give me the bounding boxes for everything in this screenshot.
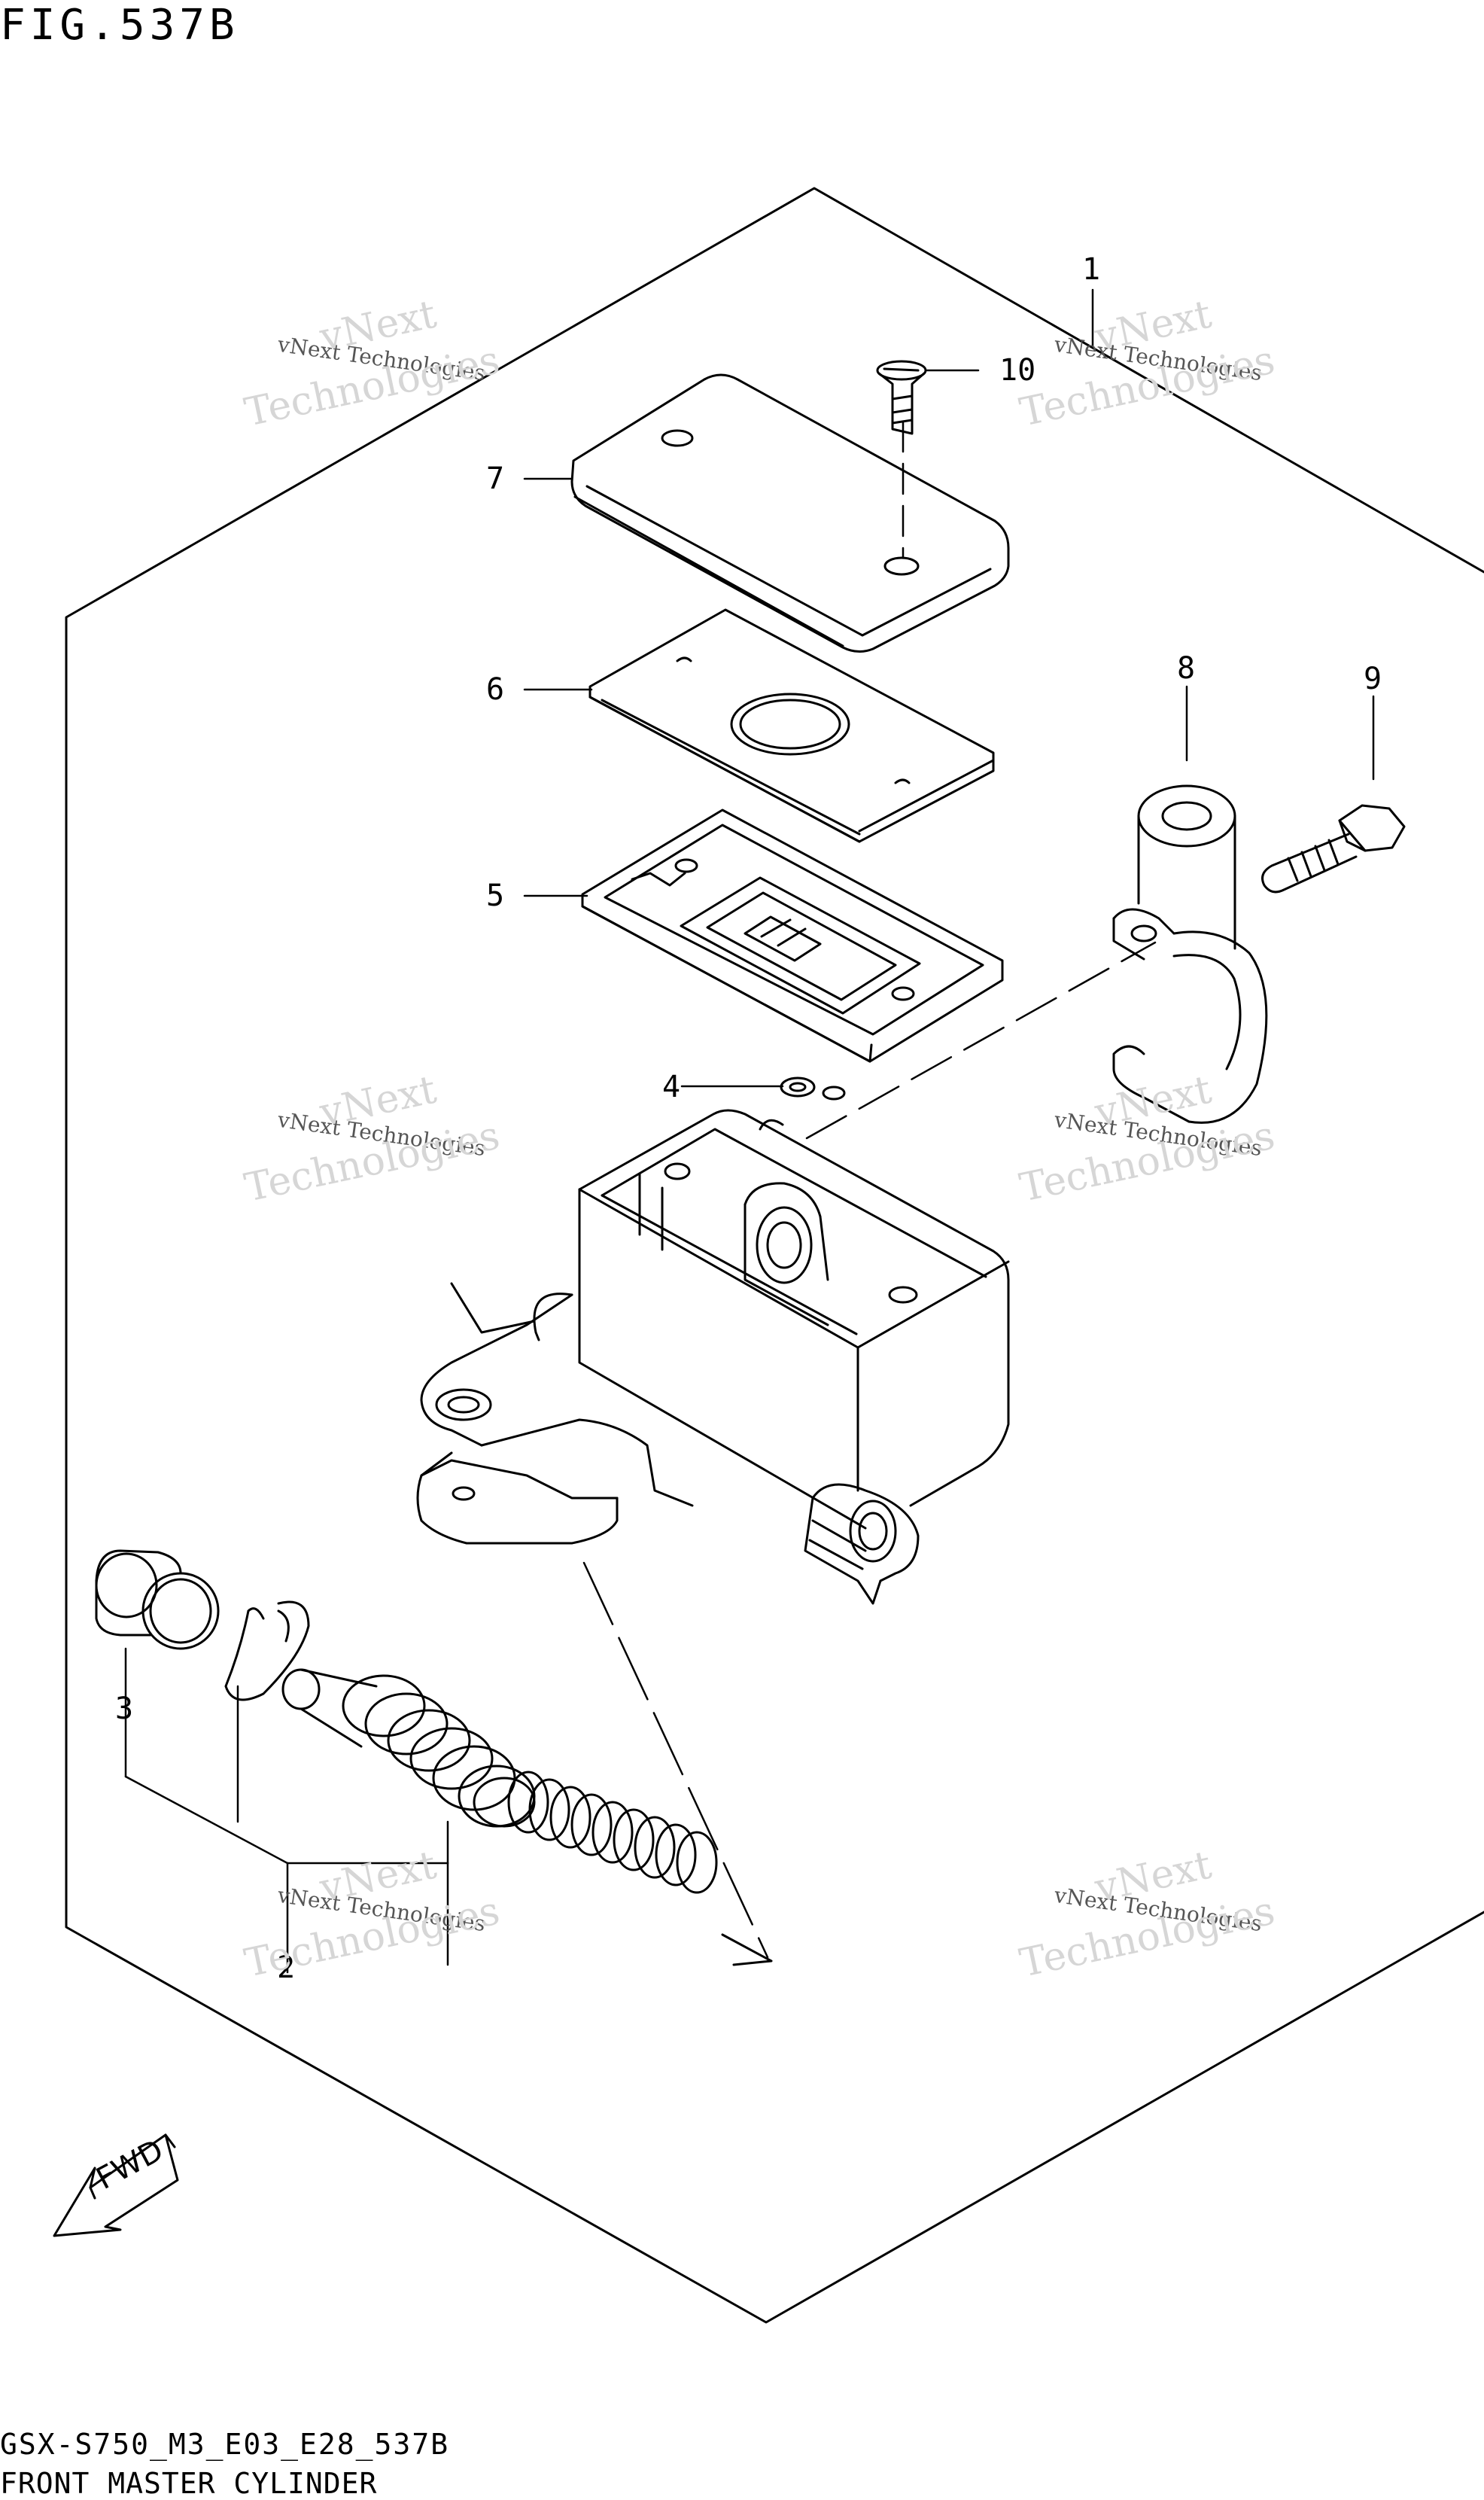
alignment-lines xyxy=(582,420,1157,1959)
part-10-screw[interactable] xyxy=(876,360,927,435)
part-6-diaphragm[interactable] xyxy=(588,608,995,843)
part-2-snap-ring[interactable] xyxy=(224,1600,310,1701)
callout-8: 8 xyxy=(1177,651,1196,686)
figure-model-code: GSX-S750_M3_E03_E28_537B xyxy=(0,2428,450,2461)
callout-3: 3 xyxy=(115,1692,134,1726)
assembly-arrow xyxy=(721,1933,773,1966)
part-9-bolt[interactable] xyxy=(1261,804,1406,894)
callout-7: 7 xyxy=(486,461,505,496)
part-4-washer[interactable] xyxy=(780,1076,846,1101)
part-7-reservoir-cap[interactable] xyxy=(570,373,1010,653)
part-1-master-cylinder-body[interactable] xyxy=(416,1109,1010,1605)
leader-lines xyxy=(124,288,1375,1974)
part-3-boot[interactable] xyxy=(95,1549,220,1650)
callout-2: 2 xyxy=(277,1950,296,1985)
assembly-arrow xyxy=(450,1282,536,1334)
fwd-arrow-icon xyxy=(53,2133,179,2237)
callout-4: 4 xyxy=(662,1070,681,1104)
part-2-spring[interactable] xyxy=(507,1771,718,1894)
figure-title: FIG.537B xyxy=(0,1,239,50)
callout-6: 6 xyxy=(486,672,505,707)
callout-5: 5 xyxy=(486,879,505,913)
assembly-boundary xyxy=(65,187,1484,2324)
callout-9: 9 xyxy=(1364,662,1382,696)
callout-1: 1 xyxy=(1082,252,1101,287)
figure-name: FRONT MASTER CYLINDER xyxy=(0,2467,378,2500)
part-5-diaphragm-plate[interactable] xyxy=(581,808,1004,1063)
part-2-piston[interactable] xyxy=(281,1668,536,1828)
part-8-holder-clamp[interactable] xyxy=(1112,784,1268,1124)
callout-10: 10 xyxy=(999,353,1036,388)
